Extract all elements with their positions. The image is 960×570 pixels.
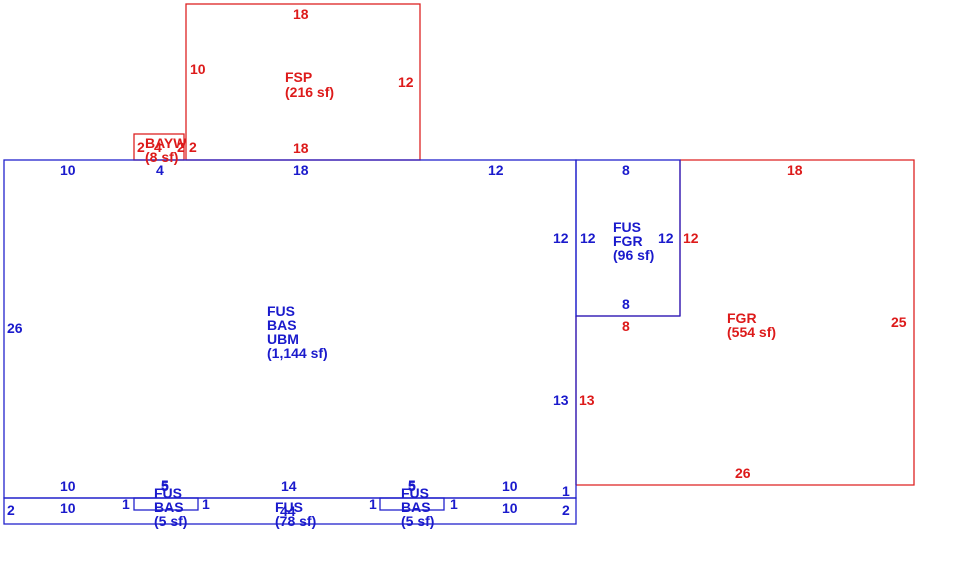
fsp-code: FSP bbox=[285, 69, 312, 85]
main-code-2: BAS bbox=[267, 317, 297, 333]
fsp-dim-bottom: 18 bbox=[293, 140, 309, 156]
main-dim-bottom-c: 14 bbox=[281, 478, 297, 494]
fgr-dim-bottom: 26 bbox=[735, 465, 751, 481]
fgr-dim-left-lower: 13 bbox=[579, 392, 595, 408]
fus-fgr-area: (96 sf) bbox=[613, 247, 654, 263]
small-left-dim-a: 1 bbox=[122, 496, 130, 512]
fgr-dim-top: 18 bbox=[787, 162, 803, 178]
main-dim-top-a: 10 bbox=[60, 162, 76, 178]
fgr-code: FGR bbox=[727, 310, 757, 326]
fsp-dim-top: 18 bbox=[293, 6, 309, 22]
bay-code: BAYW bbox=[145, 135, 187, 151]
main-code-3: UBM bbox=[267, 331, 299, 347]
fgr-dim-left-upper: 12 bbox=[683, 230, 699, 246]
small-right-code-2: BAS bbox=[401, 499, 431, 515]
bay-dim-left: 2 bbox=[137, 139, 145, 155]
small-left-code-2: BAS bbox=[154, 499, 184, 515]
main-dim-right-upper: 12 bbox=[553, 230, 569, 246]
lower-strip-outline[interactable] bbox=[3, 497, 577, 525]
small-right-dim-a: 1 bbox=[369, 496, 377, 512]
strip-dim-left-inner: 10 bbox=[60, 500, 76, 516]
small-right-code-1: FUS bbox=[401, 485, 429, 501]
fus-fgr-outline[interactable] bbox=[575, 159, 681, 317]
bay-dim-top-b: 2 bbox=[177, 139, 185, 155]
bay-area: (8 sf) bbox=[145, 149, 178, 165]
fus-fgr-dim-left: 12 bbox=[580, 230, 596, 246]
strip-dim-left: 2 bbox=[7, 502, 15, 518]
strip-center-dim: 44 bbox=[280, 503, 296, 519]
main-code-1: FUS bbox=[267, 303, 295, 319]
small-left-area: (5 sf) bbox=[154, 513, 187, 529]
fgr-dim-right: 25 bbox=[891, 314, 907, 330]
fus-fgr-dim-bottom: 8 bbox=[622, 296, 630, 312]
bay-dim-top-a: 4 bbox=[154, 139, 162, 155]
main-dim-right-lower: 13 bbox=[553, 392, 569, 408]
bay-dim-top-c: 2 bbox=[189, 139, 197, 155]
main-dim-top-d: 12 bbox=[488, 162, 504, 178]
small-bas-right-outline[interactable] bbox=[379, 497, 445, 511]
strip-dim-right-inner: 10 bbox=[502, 500, 518, 516]
fus-fgr-code-1: FUS bbox=[613, 219, 641, 235]
fsp-dim-right: 12 bbox=[398, 74, 414, 90]
main-dim-right-corner: 1 bbox=[562, 483, 570, 499]
small-left-code-1: FUS bbox=[154, 485, 182, 501]
main-dim-bottom-d: 5 bbox=[408, 478, 416, 494]
strip-center-code: FUS bbox=[275, 499, 303, 515]
main-dim-bottom-a: 10 bbox=[60, 478, 76, 494]
fgr-area: (554 sf) bbox=[727, 324, 776, 340]
fus-fgr-code-2: FGR bbox=[613, 233, 643, 249]
small-right-area: (5 sf) bbox=[401, 513, 434, 529]
small-right-dim-top: 5 bbox=[408, 477, 416, 493]
main-dim-left: 26 bbox=[7, 320, 23, 336]
fgr-dim-inner: 8 bbox=[622, 318, 630, 334]
strip-dim-right: 2 bbox=[562, 502, 570, 518]
strip-center-area: (78 sf) bbox=[275, 513, 316, 529]
fsp-area: (216 sf) bbox=[285, 84, 334, 100]
main-dim-top-b: 4 bbox=[156, 162, 164, 178]
main-dim-bottom-b: 5 bbox=[161, 478, 169, 494]
main-dim-top-c: 18 bbox=[293, 162, 309, 178]
fgr-outline[interactable] bbox=[576, 159, 915, 486]
main-dim-bottom-e: 10 bbox=[502, 478, 518, 494]
small-bas-left-outline[interactable] bbox=[133, 497, 199, 511]
small-left-dim-top: 5 bbox=[161, 477, 169, 493]
small-right-dim-b: 1 bbox=[450, 496, 458, 512]
main-area: (1,144 sf) bbox=[267, 345, 328, 361]
fus-fgr-dim-right: 12 bbox=[658, 230, 674, 246]
fus-fgr-dim-top: 8 bbox=[622, 162, 630, 178]
small-left-dim-b: 1 bbox=[202, 496, 210, 512]
fsp-dim-left: 10 bbox=[190, 61, 206, 77]
